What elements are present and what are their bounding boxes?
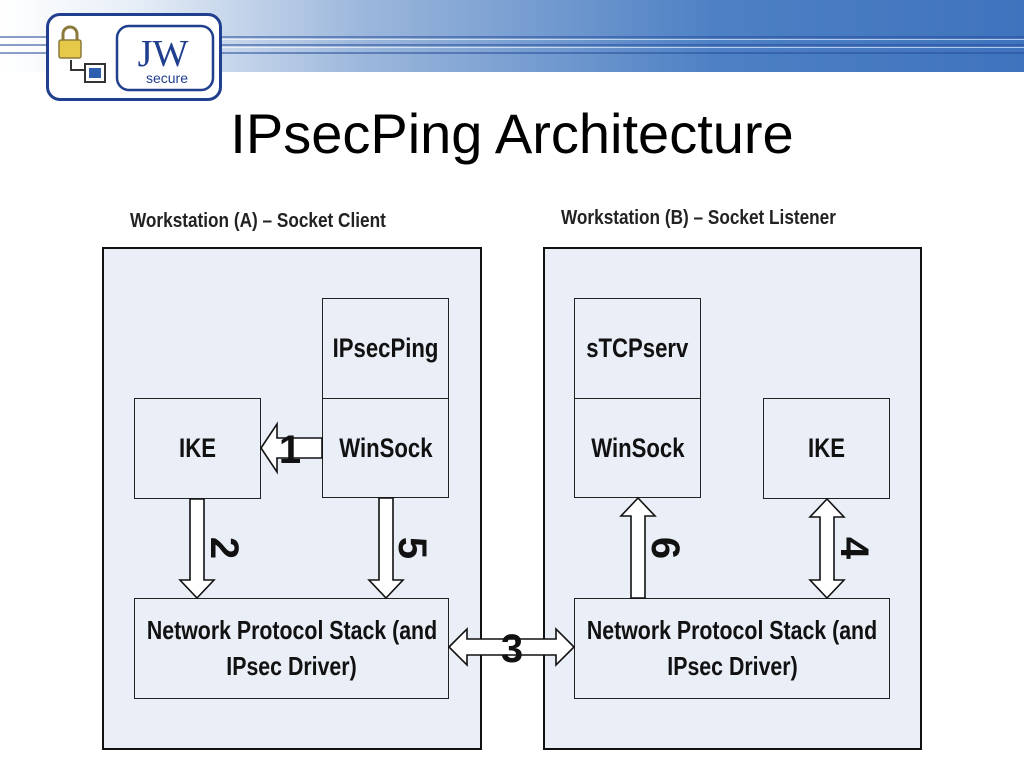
step-5-label: 5 [390,537,434,559]
step-6-label: 6 [643,537,687,559]
step-3-label: 3 [501,627,523,671]
protocol-stack-b-box: Network Protocol Stack (and IPsec Driver… [574,598,890,699]
step-4-label: 4 [832,537,876,560]
arrow-step-4 [808,497,846,600]
step-2-label: 2 [202,537,246,559]
arrow-step-3 [447,627,576,667]
winsock-a-box: WinSock [322,398,449,498]
winsock-a-label: WinSock [338,432,433,463]
arrow-step-5 [367,497,405,600]
workstation-b-label: Workstation (B) – Socket Listener [561,207,836,229]
stcpserv-label: sTCPserv [586,333,689,364]
page-title: IPsecPing Architecture [230,102,794,165]
step-1-label: 1 [279,428,301,472]
padlock-windows-icon [58,25,106,83]
arrow-step-6 [619,496,657,599]
ike-a-label: IKE [179,433,216,464]
ipsecping-box: IPsecPing [322,298,449,399]
arrow-step-1 [260,421,323,475]
protocol-stack-a-line1: Network Protocol Stack (and [146,615,437,646]
ike-a-box: IKE [134,398,261,499]
arrow-step-2 [178,498,216,600]
protocol-stack-b-line1: Network Protocol Stack (and [586,615,878,646]
ipsecping-label: IPsecPing [332,333,439,364]
protocol-stack-a-box: Network Protocol Stack (and IPsec Driver… [134,598,449,699]
stcpserv-box: sTCPserv [574,298,701,399]
workstation-a-label: Workstation (A) – Socket Client [130,210,386,232]
jwsecure-logo: JW secure [46,13,222,101]
logo-brand-text: JW [138,33,189,75]
protocol-stack-b-line2: IPsec Driver) [666,650,798,681]
ike-b-box: IKE [763,398,890,499]
logo-sub-text: secure [146,70,188,86]
protocol-stack-a-line2: IPsec Driver) [226,650,357,681]
winsock-b-label: WinSock [590,432,685,463]
ike-b-label: IKE [808,433,845,464]
